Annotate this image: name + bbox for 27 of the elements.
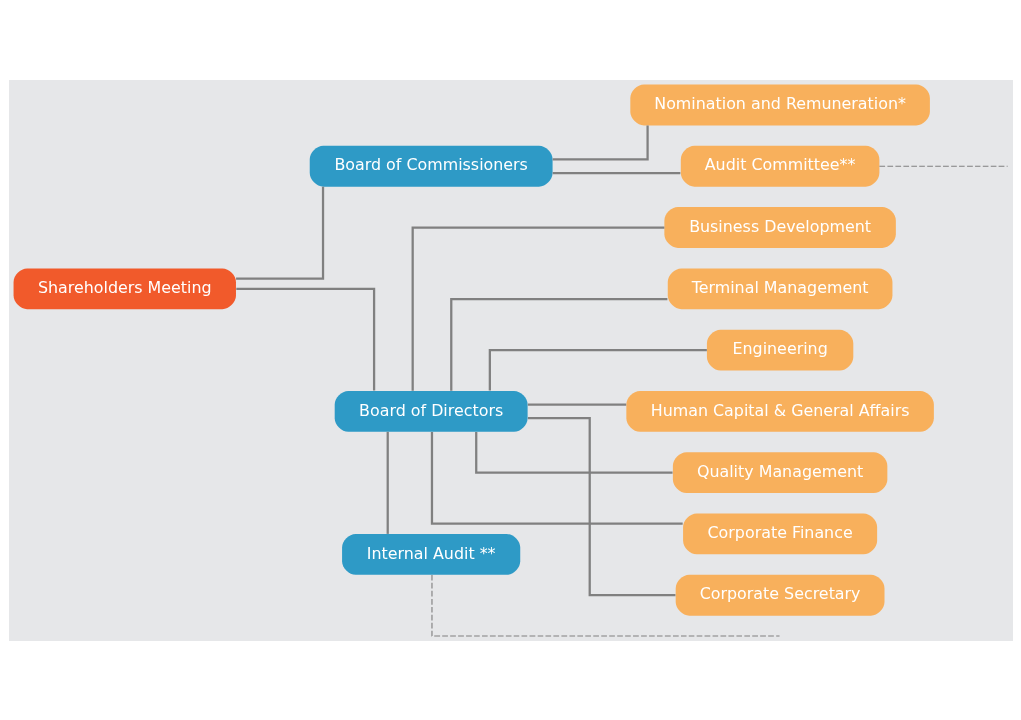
connector [488,348,707,391]
node-box: Engineering [706,329,853,370]
node-box: Human Capital & General Affairs [625,390,934,432]
connector [386,431,389,534]
node-box: Audit Committee** [680,145,879,187]
node-box: Board of Directors [334,390,528,432]
node-box: Corporate Secretary [675,574,884,616]
node-box: Quality Management [672,451,887,493]
connector [430,431,683,525]
connector [411,225,664,391]
node-box: Terminal Management [667,267,892,309]
connector [552,125,649,161]
connector [552,171,680,174]
connector [449,297,667,391]
connector [474,431,673,474]
connector [878,165,1008,167]
node-box: Corporate Finance [682,513,877,554]
node-box: Shareholders Meeting [13,267,236,309]
connector [527,416,675,596]
node-box: Nomination and Remuneration* [629,84,930,125]
node-box: Internal Audit ** [341,533,520,575]
connector [235,287,375,391]
node-box: Board of Commissioners [309,145,553,187]
connector [235,186,324,280]
node-box: Business Development [663,206,896,248]
connector [527,402,626,406]
connector [430,573,780,637]
